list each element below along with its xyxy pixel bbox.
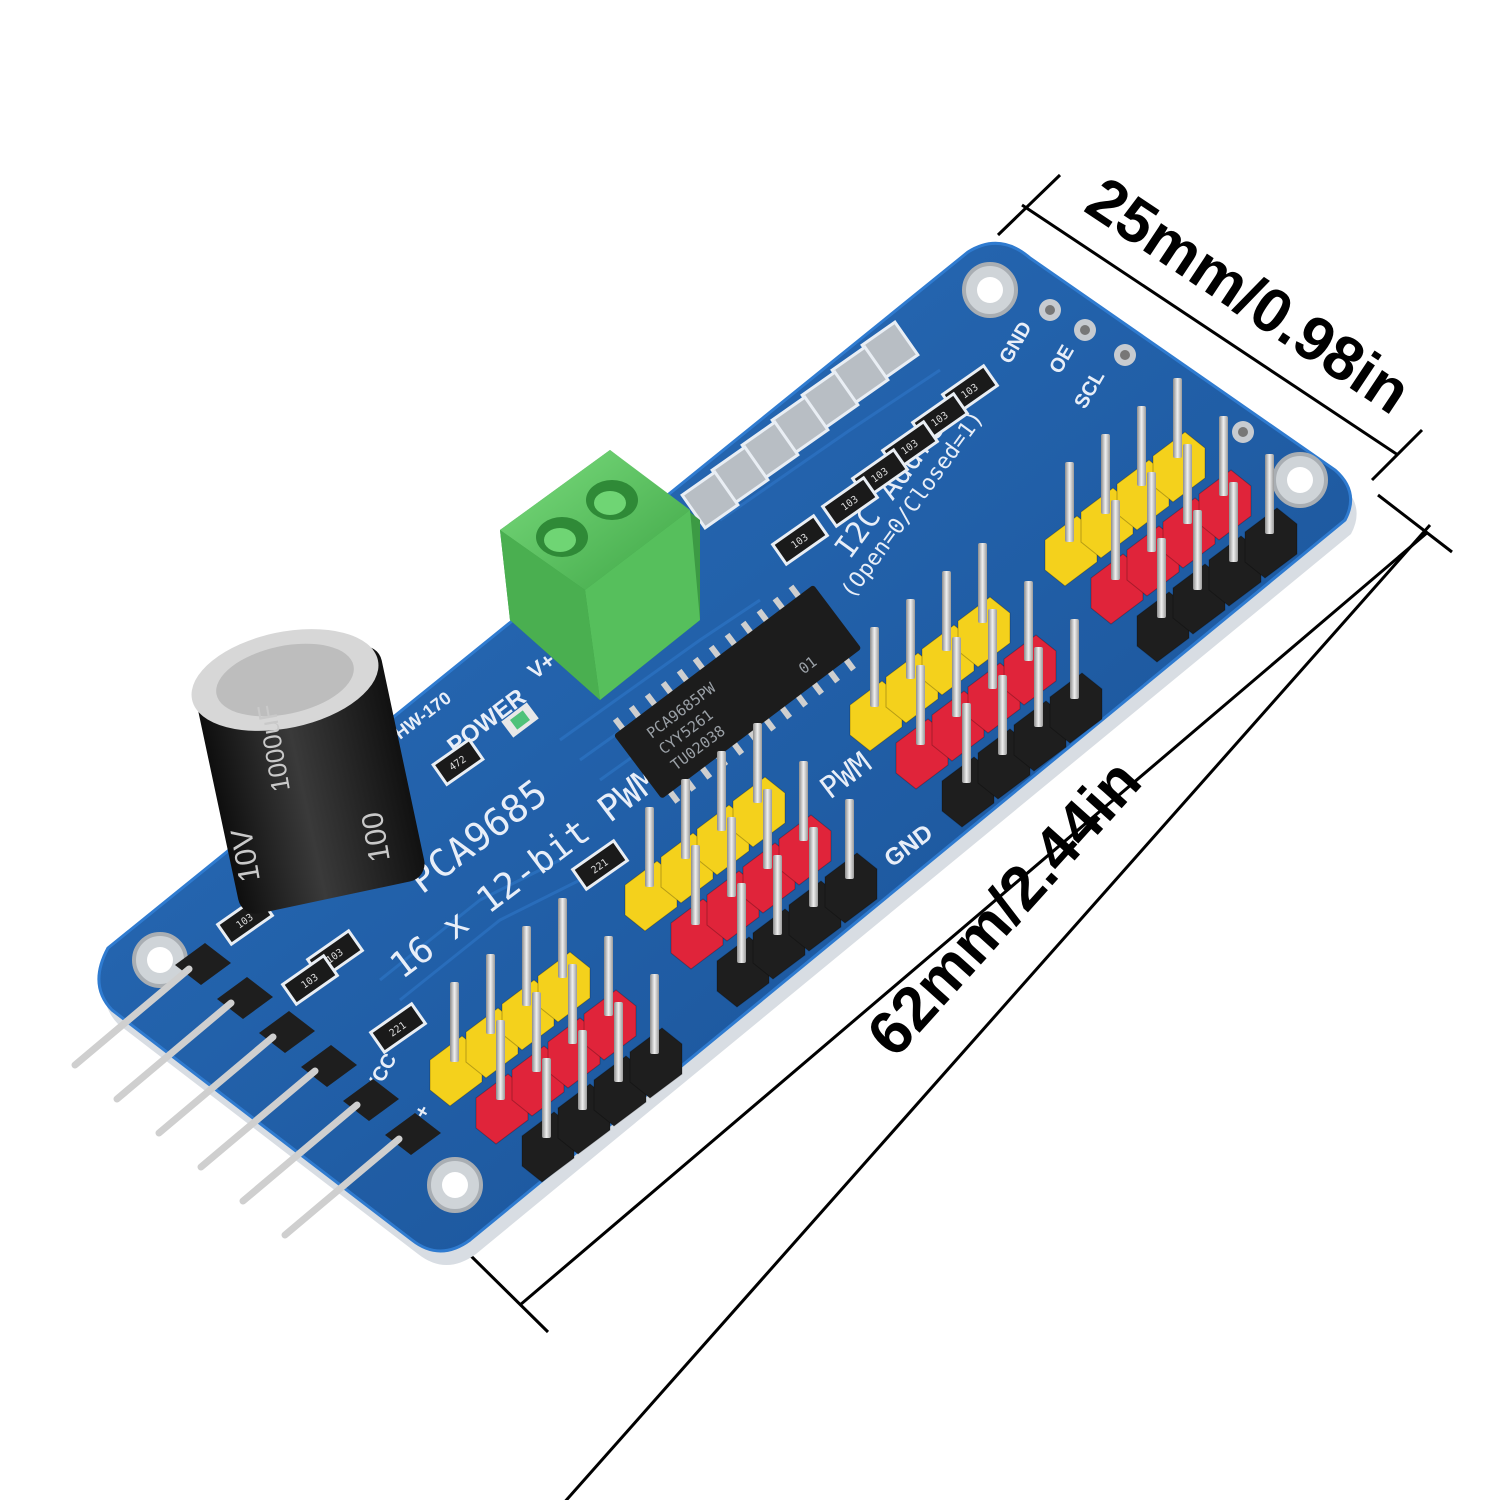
header-block (824, 852, 878, 924)
header-pin (558, 898, 567, 978)
side-header (71, 943, 441, 1239)
header-pin (1193, 510, 1202, 590)
header-pin (681, 779, 690, 859)
header-pin (486, 954, 495, 1034)
header-pin (988, 609, 997, 689)
length-dimension-line (519, 530, 1429, 1307)
header-pin (1229, 482, 1238, 562)
screw-terminal (500, 450, 700, 700)
header-pin (1111, 500, 1120, 580)
header-pin (773, 855, 782, 935)
address-jumper-pads (680, 320, 920, 530)
side-header-pin (197, 1067, 319, 1171)
header-pin (532, 992, 541, 1072)
side-header-pin (281, 1135, 403, 1239)
pca9685-chip: PCA9685PW CYY5261 TU02038 01 (612, 584, 861, 804)
mounting-hole (427, 1157, 483, 1213)
side-header-block (385, 1113, 441, 1155)
power-led (501, 702, 539, 738)
header-pin (1219, 416, 1228, 496)
header-pin (1101, 434, 1110, 514)
header-pin (450, 982, 459, 1062)
header-pin (645, 807, 654, 887)
header-pin (1183, 444, 1192, 524)
header-pin (1070, 619, 1079, 699)
header-pin (1034, 647, 1043, 727)
header-pin (845, 799, 854, 879)
header-pin (496, 1020, 505, 1100)
side-header-block (175, 943, 231, 985)
side-header-block (217, 977, 273, 1019)
header-block (1049, 672, 1103, 744)
top-pads (1039, 299, 1254, 443)
side-header-block (259, 1011, 315, 1053)
header-pin (942, 571, 951, 651)
side-header-pin (113, 999, 235, 1103)
header-pin (614, 1002, 623, 1082)
header-pin (799, 761, 808, 841)
header-pin (1147, 472, 1156, 552)
header-pin (604, 936, 613, 1016)
side-header-pin (155, 1033, 277, 1137)
header-pin (962, 703, 971, 783)
servo-headers (429, 378, 1298, 1183)
header-pin (1024, 581, 1033, 661)
side-header-pin (239, 1101, 361, 1205)
header-pin (952, 637, 961, 717)
header-pin (763, 789, 772, 869)
pcb-board: HW-170 POWER V+ PCA9685 16 x 12-bit PWM … (97, 241, 1357, 1266)
header-block (1244, 507, 1298, 579)
header-block (629, 1027, 683, 1099)
mounting-hole (1272, 452, 1328, 508)
header-pin (1137, 406, 1146, 486)
header-pin (1265, 454, 1274, 534)
mounting-hole (962, 262, 1018, 318)
header-pin (809, 827, 818, 907)
side-header-block (343, 1079, 399, 1121)
side-header-pin (71, 965, 193, 1069)
header-pin (906, 599, 915, 679)
header-pin (578, 1030, 587, 1110)
header-pin (1173, 378, 1182, 458)
header-pin (727, 817, 736, 897)
header-pin (753, 723, 762, 803)
header-pin (870, 627, 879, 707)
header-pin (737, 883, 746, 963)
header-pin (978, 543, 987, 623)
header-pin (998, 675, 1007, 755)
header-pin (522, 926, 531, 1006)
header-pin (1065, 462, 1074, 542)
address-resistors: 103 103 103 103 103 103 (770, 363, 1000, 567)
header-pin (568, 964, 577, 1044)
left-resistors: 103 103 103 221 221 472 (215, 737, 630, 1055)
header-pin (916, 665, 925, 745)
header-pin (650, 974, 659, 1054)
electrolytic-capacitor: 1000uF 10V 100 (191, 629, 425, 914)
header-pin (691, 845, 700, 925)
side-header-block (301, 1045, 357, 1087)
header-pin (717, 751, 726, 831)
header-pin (1157, 538, 1166, 618)
header-pin (542, 1058, 551, 1138)
